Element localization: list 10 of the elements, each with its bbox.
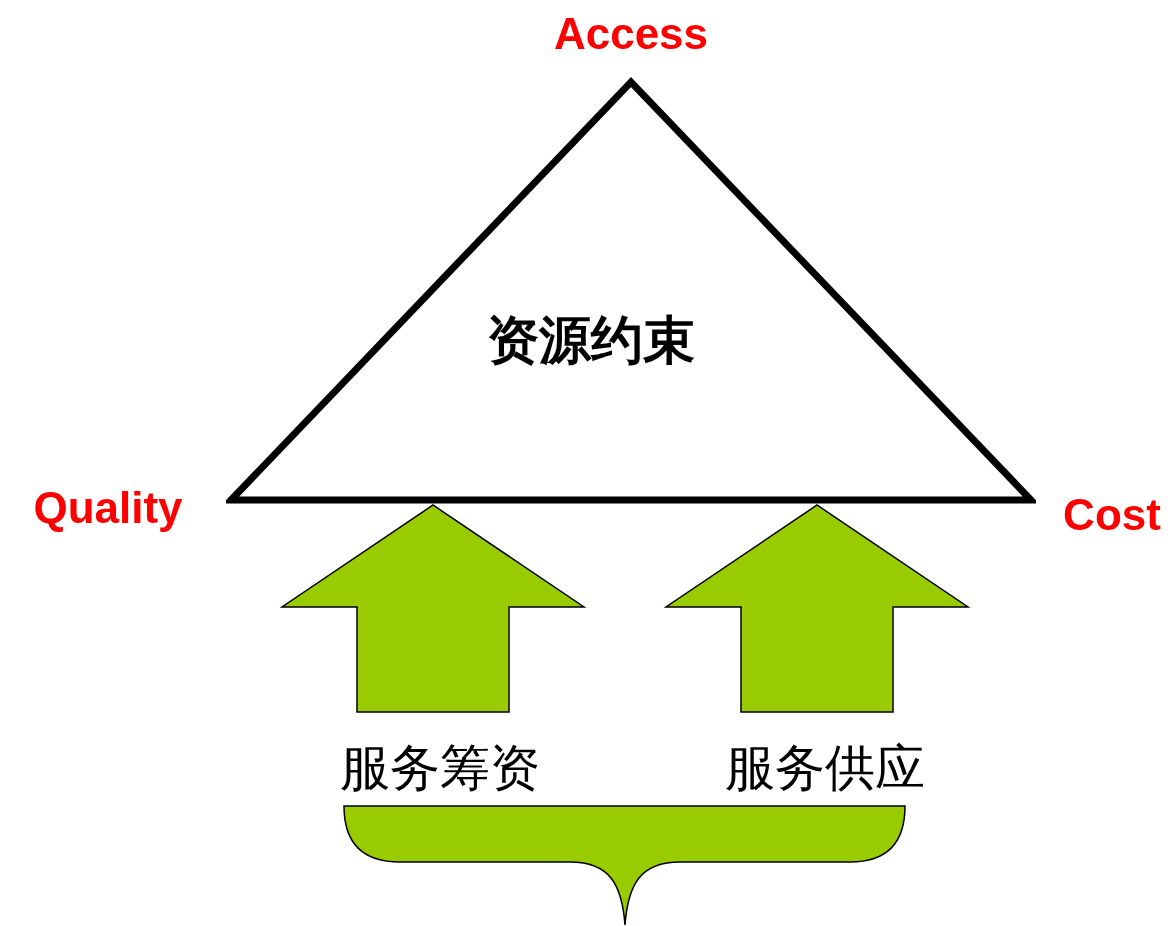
arrow-caption: 服务筹资: [320, 736, 560, 800]
triangle: [226, 76, 1036, 504]
curly-brace: [343, 805, 906, 926]
block-arrow: [279, 504, 587, 713]
corner-label: Cost: [1063, 490, 1161, 540]
corner-label: Quality: [33, 483, 183, 533]
block-arrow: [663, 504, 971, 713]
corner-label: Access: [553, 9, 709, 59]
arrow-caption: 服务供应: [705, 736, 945, 800]
triangle-label: 资源约束: [487, 309, 695, 372]
